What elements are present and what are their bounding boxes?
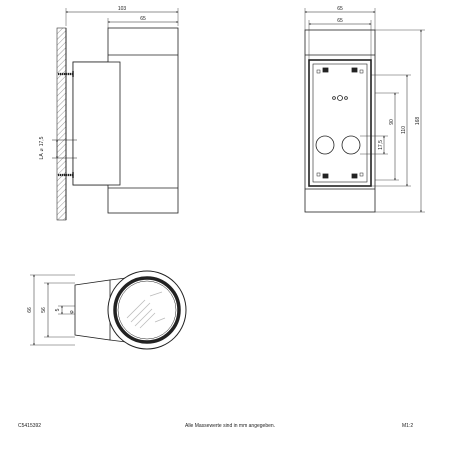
lens-inner <box>113 276 181 344</box>
front-dim-17-5: 17,5 <box>378 140 384 150</box>
footer-code: C5415392 <box>18 423 42 429</box>
screw-top <box>58 71 74 77</box>
front-dim-168: 168 <box>415 117 421 126</box>
center-screw <box>337 95 343 101</box>
footer-scale: M1:2 <box>402 423 414 429</box>
side-view <box>52 8 179 221</box>
front-dim-110: 110 <box>401 126 407 134</box>
front-view <box>304 8 425 213</box>
footer-note: Alle Massewerte sind in mm angegeben. <box>185 423 276 429</box>
front-mounting-plate <box>308 59 372 187</box>
side-dim-hole-label: LA⌀17,5 <box>39 136 45 159</box>
bottom-dim-66: 66 <box>27 307 33 313</box>
screw-bottom <box>58 172 74 178</box>
front-dim-90: 90 <box>389 119 395 125</box>
bottom-dim-56: 56 <box>41 307 47 313</box>
bottom-phi-symbol: φ <box>69 310 75 314</box>
bottom-mounting-plate <box>74 279 111 341</box>
side-dim-103: 103 <box>118 6 127 12</box>
front-body <box>304 29 376 213</box>
lens-outer <box>107 270 187 350</box>
bottom-view <box>30 270 187 350</box>
side-dim-65: 65 <box>140 16 146 22</box>
lens-glare <box>126 291 166 329</box>
front-dim-65-plate: 65 <box>337 18 343 24</box>
front-dim-65: 65 <box>337 6 343 12</box>
cable-hole-right <box>341 135 361 155</box>
cable-hole-left <box>315 135 335 155</box>
wall-section <box>56 27 67 221</box>
bottom-dim-5: 5 <box>55 308 61 311</box>
